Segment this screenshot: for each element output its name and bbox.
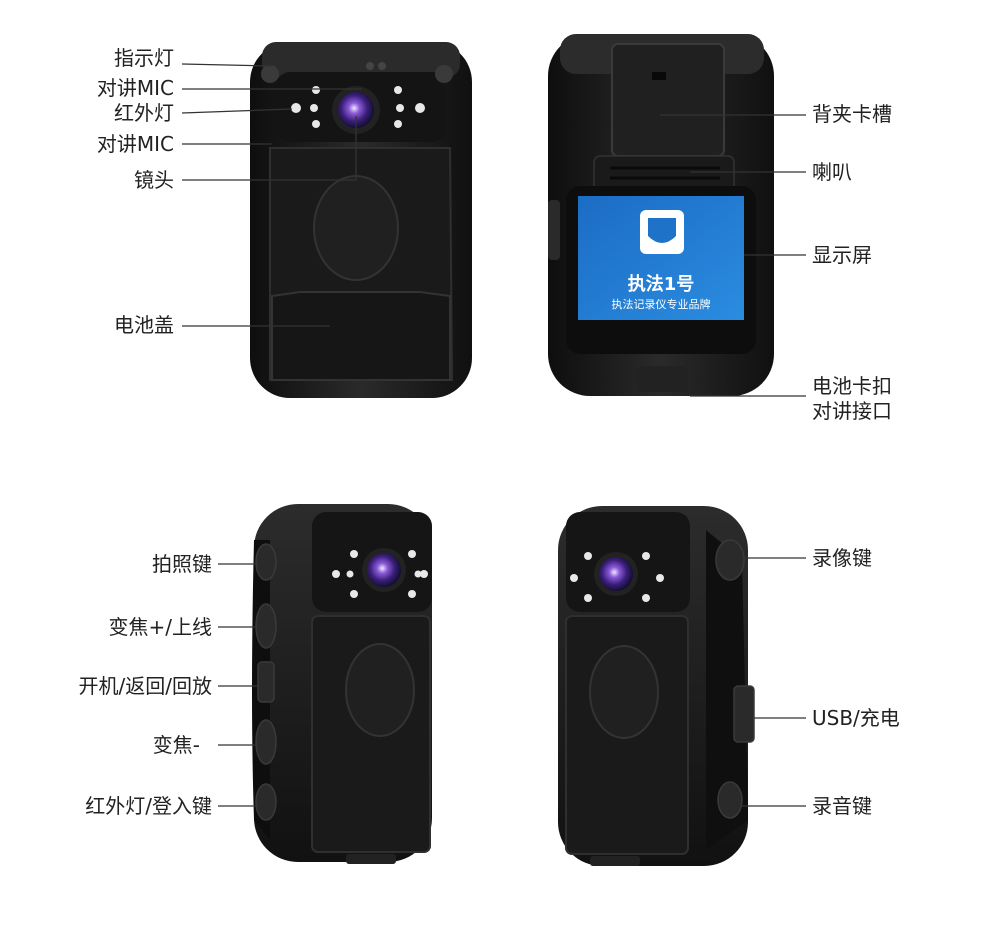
label-display-screen: 显示屏 [812,243,872,267]
front-view-device [250,42,472,398]
back-view-device [548,34,774,396]
label-indicator-light: 指示灯 [114,46,174,70]
screen-subtitle: 执法记录仪专业品牌 [611,298,711,311]
label-back-clip-slot: 背夹卡槽 [812,102,892,126]
label-infrared-light: 红外灯 [114,101,174,125]
left-side-view-device [252,504,432,864]
label-record-audio-button: 录音键 [812,794,872,818]
right-side-view-device [558,506,755,866]
label-speaker: 喇叭 [812,160,852,184]
leader-lines [181,63,806,807]
label-battery-cover: 电池盖 [114,313,174,337]
label-intercom-port: 对讲接口 [812,399,892,423]
label-intercom-mic-bottom: 对讲MIC [96,132,174,156]
label-infrared-login-button: 红外灯/登入键 [85,794,212,818]
label-lens: 镜头 [134,168,174,192]
label-intercom-mic-top: 对讲MIC [96,76,174,100]
label-record-video-button: 录像键 [812,546,872,570]
label-power-back-playback: 开机/返回/回放 [78,674,212,698]
label-zoom-plus-online: 变焦+/上线 [108,615,213,639]
label-usb-charging: USB/充电 [812,706,900,730]
label-battery-latch: 电池卡扣 [812,374,892,398]
label-zoom-minus: 变焦- [152,733,200,757]
label-photo-button: 拍照键 [152,552,212,576]
screen-title: 执法1号 [627,274,695,295]
